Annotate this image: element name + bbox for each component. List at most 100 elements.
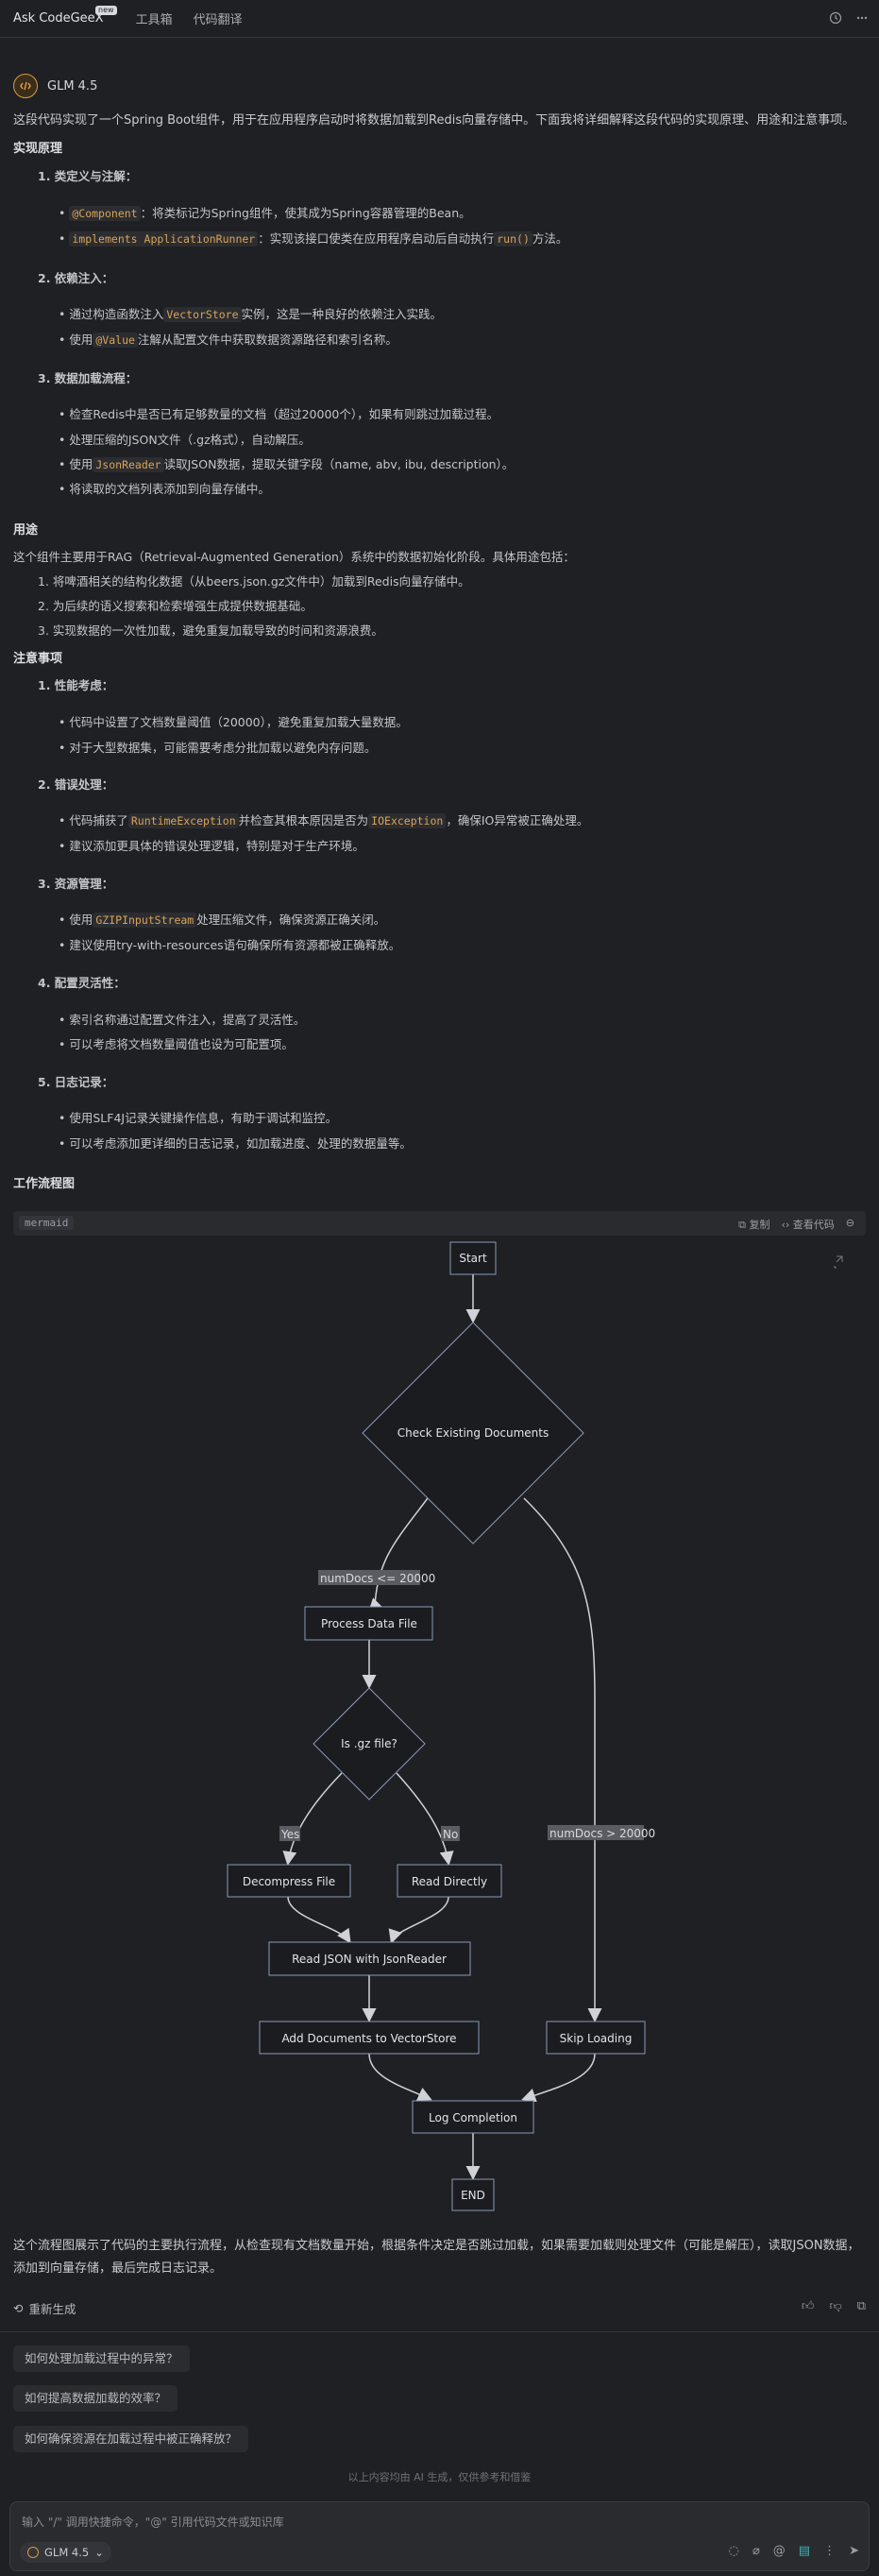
at-icon[interactable]: @ <box>772 2544 786 2558</box>
edge-label-bg <box>318 1570 420 1585</box>
node-add-label: Add Documents to VectorStore <box>281 2032 456 2045</box>
node-readjson <box>268 1941 471 1976</box>
list-item: 1. 将啤酒相关的结构化数据（从beers.json.gz文件中）加载到Redi… <box>38 574 470 589</box>
node-gz <box>313 1687 426 1800</box>
item-heading: 2. 依赖注入： <box>38 271 114 285</box>
node-end-label: END <box>461 2189 485 2202</box>
item-heading: 1. 类定义与注解： <box>38 169 138 183</box>
send-icon[interactable]: ➤ <box>849 2544 859 2558</box>
model-header: GLM 4.5 <box>13 74 97 98</box>
edge-label-le: numDocs <= 20000 <box>320 1572 435 1585</box>
copy-answer-icon[interactable]: ⧉ <box>856 2299 866 2313</box>
intro-text: 这段代码实现了一个Spring Boot组件，用于在应用程序启动时将数据加载到R… <box>13 113 855 128</box>
node-direct <box>397 1864 502 1898</box>
edge-label-yes: Yes <box>280 1828 299 1841</box>
chat-input-box: 输入 "/" 调用快捷命令，"@" 引用代码文件或知识库 GLM 4.5 ⌄ ◌… <box>9 2501 870 2571</box>
list-item: 2. 为后续的语义搜索和检索增强生成提供数据基础。 <box>38 599 313 613</box>
glm-logo-icon <box>27 2547 39 2558</box>
list-item: • 建议使用try-with-resources语句确保所有资源都被正确释放。 <box>59 938 401 952</box>
chat-input[interactable]: 输入 "/" 调用快捷命令，"@" 引用代码文件或知识库 <box>22 2516 284 2529</box>
item-heading: 5. 日志记录： <box>38 1075 114 1089</box>
thumbs-down-icon[interactable]: 👎︎ <box>829 2299 842 2313</box>
item-heading: 2. 错误处理： <box>38 777 114 792</box>
regenerate-icon: ⟲ <box>13 2301 24 2315</box>
regenerate-button[interactable]: ⟲ 重新生成 <box>13 2301 76 2316</box>
list-item: • 可以考虑将文档数量阈值也设为可配置项。 <box>59 1037 294 1051</box>
list-item: • 处理压缩的JSON文件（.gz格式），自动解压。 <box>59 433 311 447</box>
list-item: • 将读取的文档列表添加到向量存储中。 <box>59 482 270 496</box>
list-item: • 索引名称通过配置文件注入，提高了灵活性。 <box>59 1013 306 1027</box>
node-check-label: Check Existing Documents <box>397 1426 549 1440</box>
top-bar: Ask CodeGeeX new 工具箱 代码翻译 <box>0 0 879 38</box>
edge-label-bg <box>441 1826 460 1841</box>
list-item: • implements ApplicationRunner：实现该接口使类在应… <box>59 231 568 247</box>
new-badge: new <box>95 6 117 15</box>
node-log-label: Log Completion <box>429 2111 517 2124</box>
node-end <box>451 2178 495 2211</box>
list-item: • @Component：将类标记为Spring组件，使其成为Spring容器管… <box>59 206 471 221</box>
item-heading: 4. 配置灵活性： <box>38 976 126 990</box>
node-decomp-label: Decompress File <box>243 1875 335 1888</box>
node-add <box>259 2021 480 2055</box>
glm-logo-icon <box>13 74 38 98</box>
suggestion-item[interactable]: 如何处理加载过程中的异常？ <box>13 2346 190 2372</box>
attach-icon[interactable]: ⌀ <box>752 2544 760 2558</box>
input-actions: ◌ ⌀ @ ▤ ⋮ ➤ <box>729 2544 859 2558</box>
node-start <box>449 1241 497 1275</box>
list-item: • 建议添加更具体的错误处理逻辑，特别是对于生产环境。 <box>59 839 364 853</box>
code-lang-label: mermaid <box>19 1216 75 1230</box>
tab-toolbox[interactable]: 工具箱 <box>135 13 173 27</box>
node-check <box>362 1322 584 1544</box>
list-item: • 使用SLF4J记录关键操作信息，有助于调试和监控。 <box>59 1111 338 1125</box>
chevron-down-icon: ⌄ <box>94 2546 104 2559</box>
list-item: • 对于大型数据集，可能需要考虑分批加载以避免内存问题。 <box>59 741 377 755</box>
ai-disclaimer: 以上内容均由 AI 生成，仅供参考和借鉴 <box>347 2471 532 2483</box>
suggestion-item[interactable]: 如何确保资源在加载过程中被正确释放？ <box>13 2426 249 2452</box>
expand-icon[interactable] <box>834 1255 843 1269</box>
model-selector[interactable]: GLM 4.5 ⌄ <box>20 2542 111 2563</box>
tab-code-translate[interactable]: 代码翻译 <box>193 13 243 27</box>
section-title-notes: 注意事项 <box>13 652 63 666</box>
node-direct-label: Read Directly <box>412 1875 487 1888</box>
item-heading: 3. 数据加载流程： <box>38 371 138 385</box>
list-item: • 检查Redis中是否已有足够数量的文档（超过20000个），如果有则跳过加载… <box>59 407 499 421</box>
node-process <box>304 1606 433 1641</box>
more-icon[interactable] <box>854 10 870 26</box>
edge-label-bg <box>279 1826 300 1841</box>
list-item: 3. 实现数据的一次性加载，避免重复加载导致的时间和资源浪费。 <box>38 623 383 638</box>
edge-direct-readjson <box>388 1896 449 1944</box>
usage-intro: 这个组件主要用于RAG（Retrieval-Augmented Generati… <box>13 550 575 564</box>
view-code-button[interactable]: ‹› 查看代码 <box>781 1219 835 1231</box>
more-options-icon[interactable]: ⋮ <box>823 2544 837 2558</box>
code-icon: ‹› <box>781 1219 793 1231</box>
edge-skip-log <box>521 2053 596 2103</box>
thumbs-up-icon[interactable]: 👍︎ <box>801 2299 815 2313</box>
suggestion-item[interactable]: 如何提高数据加载的效率？ <box>13 2385 178 2412</box>
edge-check-skip <box>523 1497 602 2022</box>
tab-ask-codegeex[interactable]: Ask CodeGeeX new <box>13 6 117 26</box>
node-skip <box>546 2021 646 2055</box>
tab-label: Ask CodeGeeX <box>13 11 104 26</box>
section-title-flowchart: 工作流程图 <box>13 1177 76 1191</box>
edge-gz-decomp <box>282 1772 343 1866</box>
copy-button[interactable]: ⧉ 复制 <box>738 1219 770 1231</box>
feedback-actions: 👍︎ 👎︎ ⧉ <box>802 2299 866 2313</box>
chat-mode-icon[interactable]: ◌ <box>728 2544 739 2558</box>
edge-label-no: No <box>443 1828 458 1841</box>
edge-label-gt: numDocs > 20000 <box>549 1827 655 1840</box>
edge-add-log <box>368 2053 432 2101</box>
history-icon[interactable] <box>828 10 843 26</box>
node-readjson-label: Read JSON with JsonReader <box>292 1953 447 1966</box>
node-log <box>412 2100 534 2134</box>
file-icon[interactable]: ▤ <box>798 2544 811 2558</box>
collapse-icon[interactable]: ⊖ <box>845 1217 854 1229</box>
item-heading: 1. 性能考虑： <box>38 678 114 692</box>
workflow-diagram: numDocs <= 20000 numDocs > 20000 Yes No … <box>227 1241 843 2211</box>
edge-check-process-a <box>374 1497 429 1607</box>
summary-text: 这个流程图展示了代码的主要执行流程，从检查现有文档数量开始，根据条件决定是否跳过… <box>13 2239 860 2276</box>
